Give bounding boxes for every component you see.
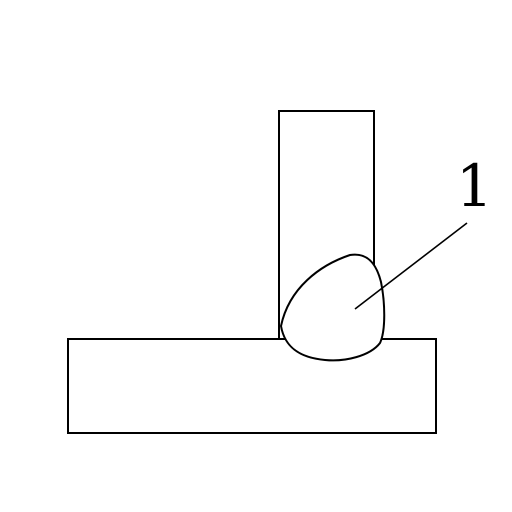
base-plate — [67, 338, 437, 434]
weld-bead — [280, 253, 386, 362]
callout-leader-line — [354, 222, 468, 310]
callout-label-1: 1 — [456, 152, 493, 220]
